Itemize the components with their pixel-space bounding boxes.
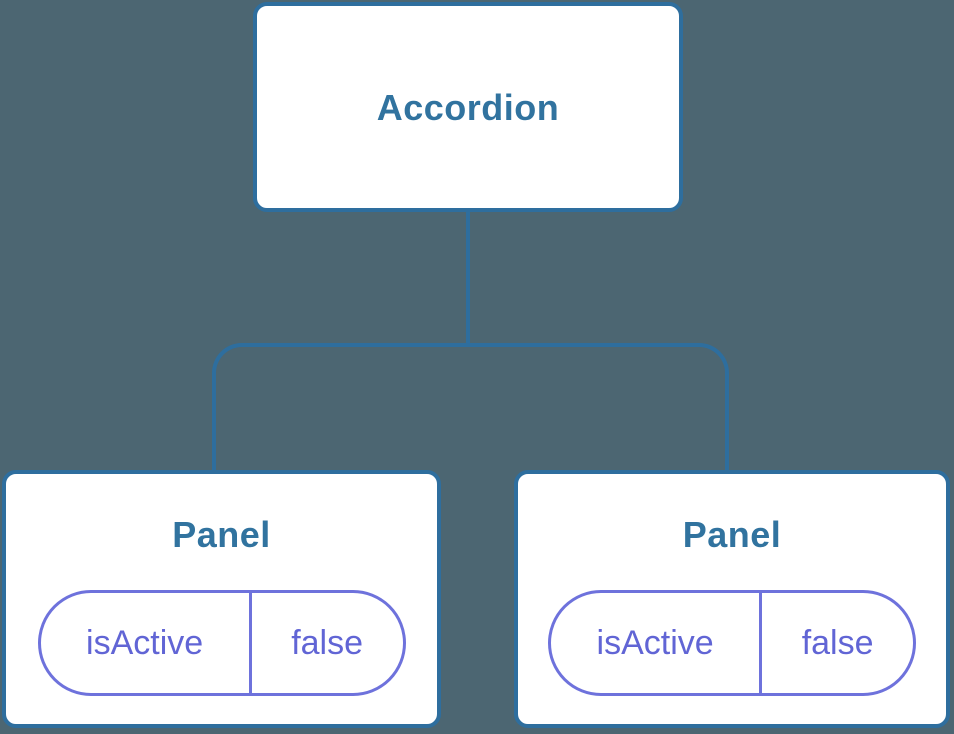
component-node-accordion: Accordion <box>253 2 683 212</box>
prop-value-left: false <box>248 593 403 693</box>
component-label-panel-right: Panel <box>682 514 782 555</box>
prop-value-right: false <box>759 593 913 693</box>
tree-connector-bracket <box>212 343 729 470</box>
component-label-accordion: Accordion <box>376 86 560 128</box>
state-prop-pill-left: isActive false <box>37 590 406 696</box>
component-label-panel-left: Panel <box>172 514 271 555</box>
prop-name-left: isActive <box>86 623 204 662</box>
tree-connector-stem <box>466 210 470 346</box>
component-node-panel-left: Panel isActive false <box>2 470 441 728</box>
prop-name-right: isActive <box>596 623 714 662</box>
state-prop-pill-right: isActive false <box>548 590 916 696</box>
component-node-panel-right: Panel isActive false <box>514 470 950 728</box>
